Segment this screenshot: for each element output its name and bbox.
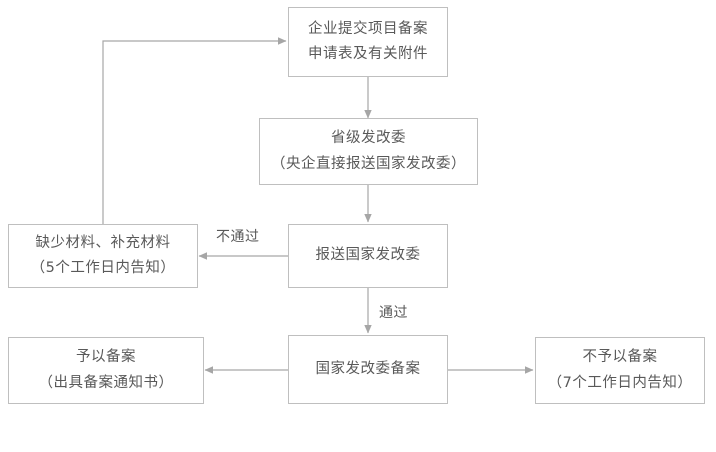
node-submit-application: 企业提交项目备案 申请表及有关附件 (288, 7, 448, 77)
edge-label-pass: 通过 (379, 305, 408, 321)
node-submit-application-line1: 企业提交项目备案 (308, 20, 428, 37)
node-approve-filing: 予以备案 （出具备案通知书） (8, 337, 204, 404)
node-reject-filing-line2: （7个工作日内告知） (547, 374, 693, 391)
node-approve-filing-line2: （出具备案通知书） (38, 374, 174, 391)
node-provincial-ndrc-line1: 省级发改委 (331, 130, 406, 147)
node-submit-application-line2: 申请表及有关附件 (308, 46, 428, 62)
node-missing-materials-line2: （5个工作日内告知） (30, 260, 176, 276)
node-ndrc-filing: 国家发改委备案 (288, 335, 448, 404)
node-provincial-ndrc: 省级发改委 （央企直接报送国家发改委） (259, 118, 478, 185)
node-reject-filing-line1: 不予以备案 (582, 349, 658, 366)
node-reject-filing: 不予以备案 （7个工作日内告知） (535, 337, 705, 404)
node-ndrc-filing-line1: 国家发改委备案 (315, 360, 421, 377)
edge-label-fail: 不通过 (216, 229, 260, 245)
node-approve-filing-line1: 予以备案 (76, 349, 136, 366)
node-report-to-ndrc: 报送国家发改委 (288, 224, 448, 288)
node-missing-materials-line1: 缺少材料、补充材料 (35, 234, 171, 251)
node-missing-materials: 缺少材料、补充材料 （5个工作日内告知） (8, 224, 198, 288)
node-report-to-ndrc-line1: 报送国家发改委 (315, 247, 421, 264)
node-provincial-ndrc-line2: （央企直接报送国家发改委） (271, 155, 466, 172)
